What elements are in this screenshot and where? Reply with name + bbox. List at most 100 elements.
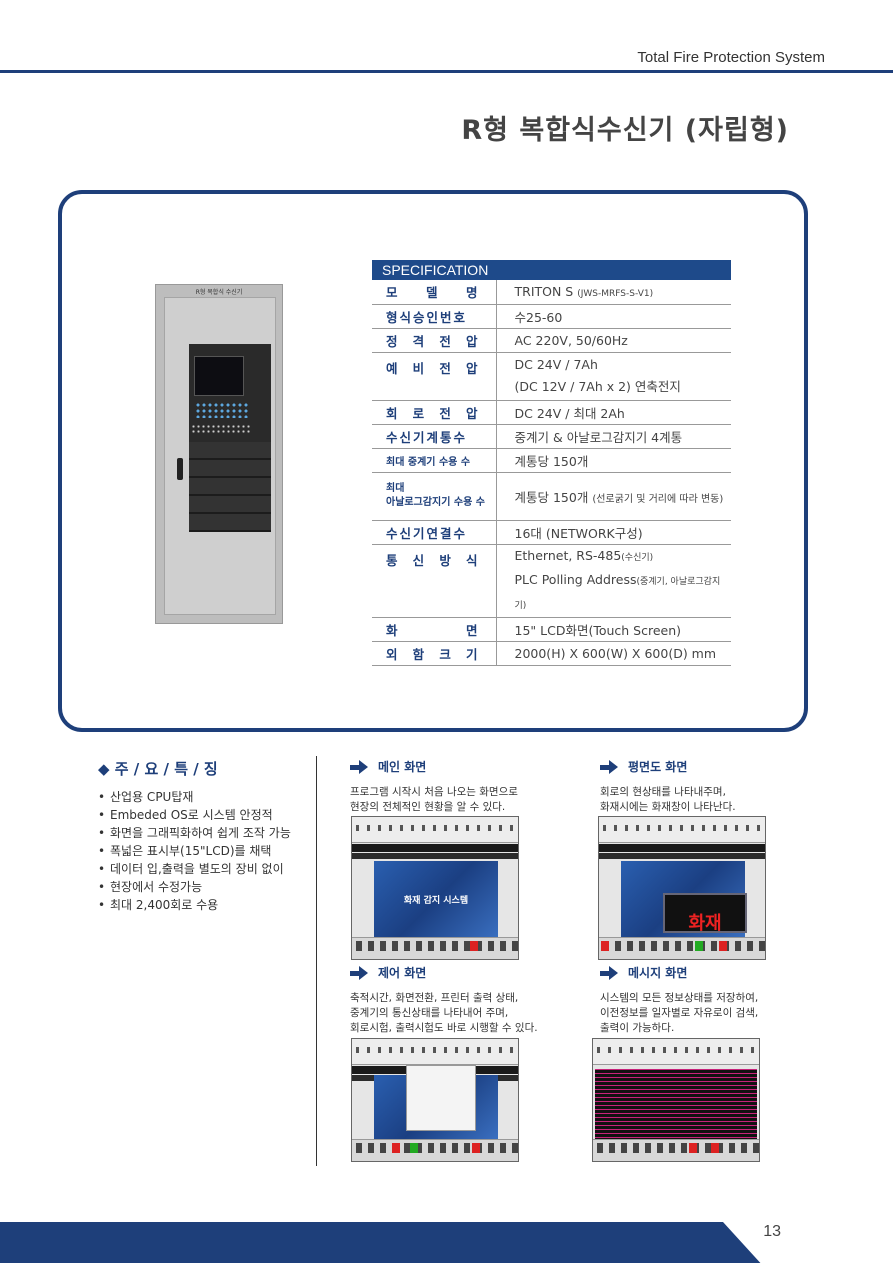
list-item-continuation: 현장에서 수정가능 <box>98 878 291 896</box>
arrow-right-icon <box>350 759 368 774</box>
spec-value-line2: PLC Polling Address <box>514 571 637 587</box>
list-item: 최대 2,400회로 수용 <box>98 896 291 914</box>
status-bar <box>599 844 765 852</box>
spec-label: 모 델 명 <box>386 285 480 301</box>
section-title: 메시지 화면 <box>628 966 688 980</box>
screen-bottom-bar <box>599 937 765 959</box>
table-row: 통 신 방 식 Ethernet, RS-485(수신기) PLC Pollin… <box>372 544 731 618</box>
screen-toolbar <box>599 817 765 843</box>
spec-value: 15" LCD화면(Touch Screen) <box>514 622 682 638</box>
spec-value-line2-note: (중계기, 아날로그감지기) <box>514 576 721 611</box>
alarm-indicator <box>470 941 478 951</box>
receiver-cabinet-image: R형 복합식 수신기 <box>155 284 283 624</box>
spec-label: 예 비 전 압 <box>386 360 480 376</box>
screen-bottom-bar <box>593 1139 759 1161</box>
table-row: 수신기계통수 중계기 & 아날로그감지기 4계통 <box>372 424 731 449</box>
spec-label: 수신기연결수 <box>386 525 468 541</box>
list-item: 산업용 CPU탑재 <box>98 788 291 806</box>
spec-label: 통 신 방 식 <box>386 552 480 568</box>
section-desc: 현장의 전체적인 현황을 알 수 있다. <box>350 801 506 813</box>
spec-value: DC 24V / 최대 2Ah <box>514 405 625 421</box>
section-desc: 회로시험, 출력시험도 바로 시행할 수 있다. <box>350 1022 538 1034</box>
page-number-tab <box>723 1222 893 1263</box>
screen-bottom-bar <box>352 1139 518 1161</box>
key-grid <box>195 402 249 418</box>
list-item: Embeded OS로 시스템 안정적 <box>98 806 291 824</box>
message-screen-section: 메시지 화면 시스템의 모든 정보상태를 저장하여, 이전정보를 일자별로 자유… <box>600 964 820 1036</box>
spec-label-line2: 아날로그감지기 수용 수 <box>386 497 485 508</box>
screen-bottom-bar <box>352 937 518 959</box>
alarm-indicator <box>689 1143 697 1153</box>
page-number: 13 <box>763 1223 781 1240</box>
section-desc: 출력이 가능하다. <box>600 1022 675 1034</box>
spec-value: DC 24V / 7Ah <box>514 357 598 372</box>
page-title: R형 복합식수신기 (자립형) <box>461 115 789 146</box>
table-row: 형식승인번호 수25-60 <box>372 304 731 329</box>
features-title: ◆ 주 / 요 / 특 / 징 <box>98 760 218 778</box>
table-row: 화 면 15" LCD화면(Touch Screen) <box>372 617 731 642</box>
spec-label: 수신기계통수 <box>386 429 468 445</box>
spec-box <box>58 190 808 732</box>
status-bar-secondary <box>599 853 765 859</box>
spec-value: 중계기 & 아날로그감지기 4계통 <box>514 429 683 445</box>
spec-value: 16대 (NETWORK구성) <box>514 525 643 541</box>
table-row: 최대 아날로그감지기 수용 수 계통당 150개 (선로굵기 및 거리에 따라 … <box>372 472 731 521</box>
header-divider <box>0 70 893 73</box>
table-row: 수신기연결수 16대 (NETWORK구성) <box>372 520 731 545</box>
fire-alert-window: 화재 <box>663 893 747 934</box>
control-panel <box>189 344 271 532</box>
floor-screen-section: 평면도 화면 회로의 현상태를 나타내주며, 화재시에는 화재창이 나타난다. <box>600 758 820 815</box>
table-row: 최대 중계기 수용 수 계통당 150개 <box>372 448 731 473</box>
arrow-right-icon <box>600 965 618 980</box>
section-desc: 이전정보를 일자별로 자유로이 검색, <box>600 1007 759 1019</box>
section-desc: 화재시에는 화재창이 나타난다. <box>600 801 736 813</box>
table-row: 예 비 전 압 DC 24V / 7Ah (DC 12V / 7Ah x 2) … <box>372 352 731 401</box>
screen-title-text: 화재 감지 시스템 <box>403 896 469 906</box>
features-list: 산업용 CPU탑재 Embeded OS로 시스템 안정적 화면을 그래픽화하여… <box>98 788 291 914</box>
main-screen-screenshot: 화재 감지 시스템 <box>351 816 519 960</box>
module-slots <box>189 442 271 532</box>
main-screen-section: 메인 화면 프로그램 시작시 처음 나오는 화면으로 현장의 전체적인 현황을 … <box>350 758 570 815</box>
section-desc: 프로그램 시작시 처음 나오는 화면으로 <box>350 786 518 798</box>
spec-label: 화 면 <box>386 622 480 638</box>
spec-value: AC 220V, 50/60Hz <box>514 332 628 348</box>
arrow-right-icon <box>600 759 618 774</box>
fire-alert-text: 화재 <box>688 913 722 934</box>
table-row: 정 격 전 압 AC 220V, 50/60Hz <box>372 328 731 353</box>
screen-main-area: 화재 <box>621 861 747 939</box>
small-key-row <box>191 424 251 434</box>
spec-label: 최대 <box>386 483 405 494</box>
header-brand: Total Fire Protection System <box>637 49 825 66</box>
floor-screen-screenshot: 화재 <box>598 816 766 960</box>
screen-toolbar <box>593 1039 759 1065</box>
spec-value: 계통당 150개 <box>514 453 589 469</box>
list-item: 화면을 그래픽화하여 쉽게 조작 가능 <box>98 824 291 842</box>
status-bar <box>352 844 518 852</box>
screen-main-area: 화재 감지 시스템 <box>374 861 498 939</box>
alarm-indicator <box>392 1143 400 1153</box>
message-log-list <box>595 1069 757 1141</box>
status-indicator <box>410 1143 418 1153</box>
section-title: 제어 화면 <box>378 966 427 980</box>
section-desc: 시스템의 모든 정보상태를 저장하여, <box>600 992 759 1004</box>
status-bar-secondary <box>352 853 518 859</box>
lcd-screen <box>194 356 244 396</box>
screen-toolbar <box>352 1039 518 1065</box>
spec-value-line2: (DC 12V / 7Ah x 2) 연축전지 <box>514 379 681 394</box>
spec-label: 회 로 전 압 <box>386 405 480 421</box>
table-row: 모 델 명 TRITON S (JWS-MRFS-S-V1) <box>372 280 731 305</box>
screen-main-area <box>374 1065 498 1139</box>
list-item: 데이터 입,출력을 별도의 장비 없이 <box>98 860 291 878</box>
alarm-indicator <box>472 1143 480 1153</box>
spec-label: 최대 중계기 수용 수 <box>386 456 471 468</box>
alarm-indicator <box>601 941 609 951</box>
alarm-indicator <box>711 1143 719 1153</box>
spec-value: 계통당 150개 <box>514 489 589 505</box>
section-title: 메인 화면 <box>378 760 427 774</box>
status-indicator <box>695 941 703 951</box>
arrow-right-icon <box>350 965 368 980</box>
message-screen-screenshot <box>592 1038 760 1162</box>
control-menu-popup <box>406 1065 476 1131</box>
spec-value-note: (선로굵기 및 거리에 따라 변동) <box>592 493 724 505</box>
spec-label: 형식승인번호 <box>386 309 468 325</box>
